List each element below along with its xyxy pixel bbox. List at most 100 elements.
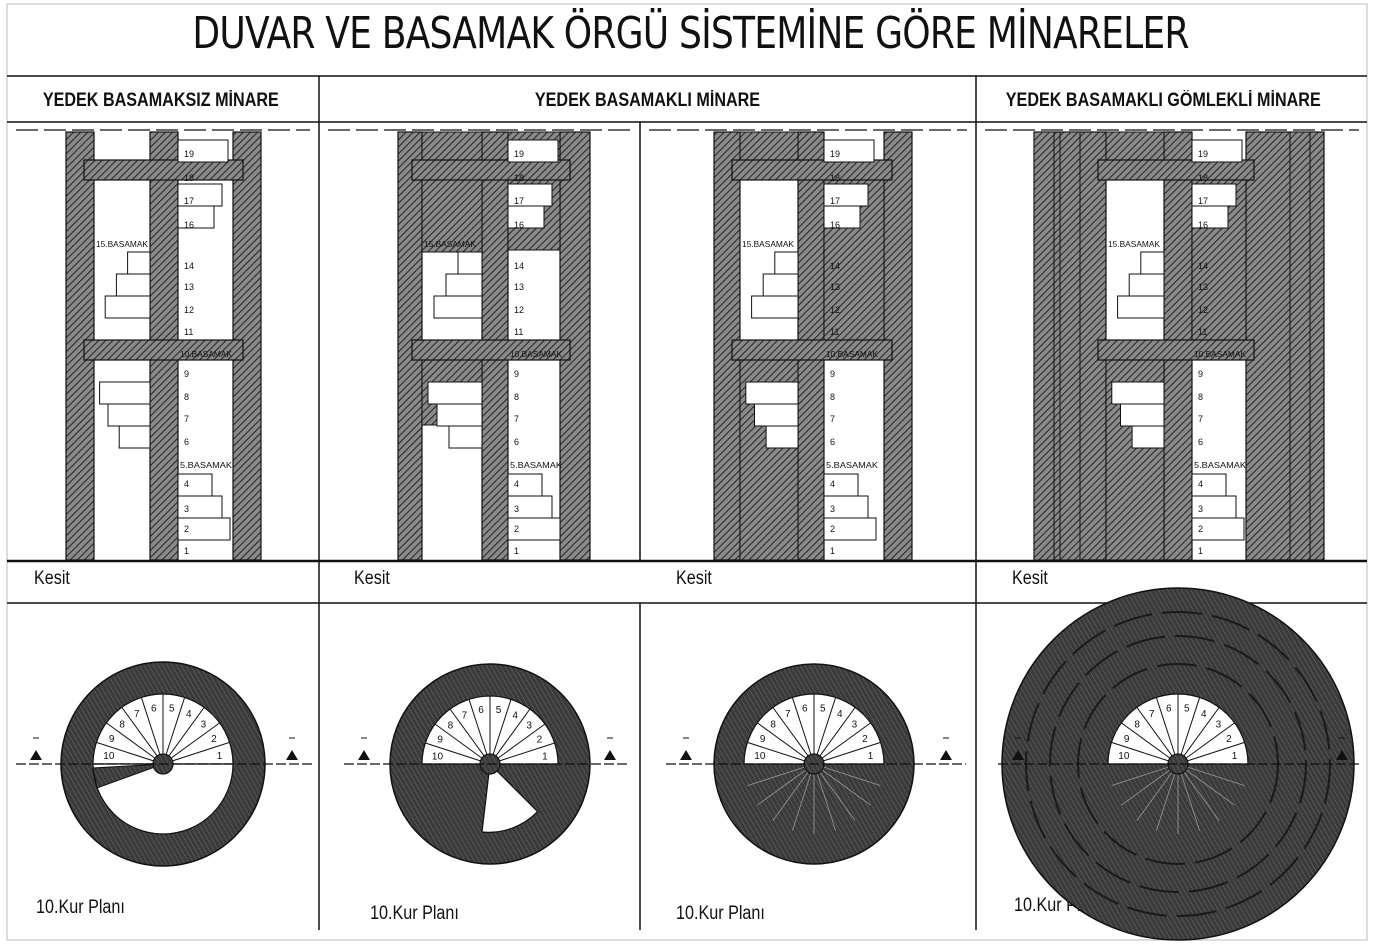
- step-line: [425, 742, 481, 762]
- masonry-infill: [421, 354, 483, 426]
- step-riser: [1131, 425, 1165, 449]
- step-riser: [762, 273, 799, 297]
- masonry-infill: [1105, 131, 1165, 161]
- step-line: [757, 722, 807, 759]
- jacket-ring: [1077, 663, 1279, 865]
- step-riser: [507, 205, 545, 229]
- step-riser: [745, 381, 799, 405]
- step-riser: [1191, 183, 1237, 207]
- landing-label: 10.BASAMAK: [180, 350, 233, 359]
- center-newel: [152, 753, 174, 775]
- hidden-step-line: [1136, 763, 1179, 821]
- plan-step-number: 4: [512, 710, 518, 721]
- step-number: 18: [184, 173, 194, 183]
- plan-step-number: 1: [1232, 751, 1238, 762]
- section-label-3: Kesit: [676, 568, 712, 589]
- solid-wedge: [92, 763, 164, 789]
- step-line: [121, 707, 158, 757]
- cut-marker-triangle: [604, 750, 616, 760]
- plan-step-number: 7: [1149, 709, 1155, 720]
- step-number: 6: [1198, 437, 1203, 447]
- step-number: 12: [184, 305, 194, 315]
- hidden-step-line: [791, 763, 815, 831]
- core-column: [149, 131, 179, 561]
- masonry-infill: [421, 131, 483, 253]
- jacket-wall: [1059, 131, 1081, 561]
- stair-well-lower: [481, 762, 539, 833]
- plan-step-number: 2: [862, 734, 868, 745]
- step-riser: [823, 139, 875, 163]
- outer-wall-ring: [60, 661, 266, 867]
- step-number: 17: [1198, 196, 1208, 206]
- step-line: [106, 722, 156, 759]
- cut-marker-triangle: [680, 750, 692, 760]
- step-number: 7: [1198, 414, 1203, 424]
- plan-step-number: 10: [754, 751, 766, 762]
- masonry-infill: [507, 131, 561, 251]
- landing-slab: [731, 159, 893, 181]
- cut-marker-triangle: [30, 750, 42, 760]
- step-riser: [774, 251, 799, 275]
- plan-step-number: 1: [868, 751, 874, 762]
- section-label-1: Kesit: [34, 568, 70, 589]
- plan-step-number: 5: [169, 703, 175, 714]
- cut-marker-triangle: [940, 750, 952, 760]
- step-number: 4: [514, 479, 519, 489]
- step-number: 6: [514, 437, 519, 447]
- masonry-infill: [1191, 159, 1247, 361]
- landing-label: 5.BASAMAK: [510, 461, 563, 470]
- step-number: 8: [514, 392, 519, 402]
- step-number: 18: [1198, 173, 1208, 183]
- landing-label: 5.BASAMAK: [826, 461, 879, 470]
- step-riser: [765, 425, 799, 449]
- landing-label: 10.BASAMAK: [826, 350, 879, 359]
- landing-label: 10.BASAMAK: [510, 350, 563, 359]
- jacket-ring: [1049, 635, 1307, 893]
- plan-step-number: 8: [448, 721, 454, 732]
- plan-step-number: 9: [109, 734, 115, 745]
- plan-step-number: 10: [432, 751, 444, 762]
- hidden-step-line: [1177, 763, 1235, 806]
- landing-label: 15.BASAMAK: [742, 240, 795, 249]
- step-number: 1: [830, 546, 835, 556]
- step-riser: [507, 139, 559, 163]
- landing-label: 15.BASAMAK: [424, 240, 477, 249]
- step-number: 14: [514, 261, 524, 271]
- landing-label: 5.BASAMAK: [1194, 461, 1247, 470]
- center-newel: [803, 753, 825, 775]
- step-number: 6: [830, 437, 835, 447]
- step-line: [492, 699, 512, 755]
- step-line: [165, 697, 186, 755]
- step-number: 11: [184, 327, 193, 337]
- step-number: 9: [830, 369, 835, 379]
- step-number: 3: [514, 504, 519, 514]
- step-riser: [823, 495, 869, 519]
- cut-marker-triangle: [1012, 750, 1024, 760]
- step-number: 18: [830, 173, 840, 183]
- step-riser: [448, 425, 483, 449]
- step-riser: [1111, 381, 1165, 405]
- step-riser: [177, 139, 229, 163]
- step-line: [495, 708, 531, 757]
- step-number: 12: [1198, 305, 1208, 315]
- core-column: [797, 131, 825, 561]
- step-line: [468, 699, 488, 755]
- hidden-step-line: [757, 763, 815, 806]
- step-number: 12: [830, 305, 840, 315]
- hidden-step-line: [813, 763, 837, 831]
- step-riser: [99, 381, 151, 405]
- plan-step-number: 2: [211, 734, 217, 745]
- hidden-step-line: [1177, 763, 1201, 831]
- stair-steps-upper: [421, 695, 559, 765]
- step-riser: [823, 517, 877, 541]
- step-number: 14: [830, 261, 840, 271]
- step-riser: [1191, 517, 1245, 541]
- masonry-infill: [823, 159, 885, 361]
- landing-label: 5.BASAMAK: [180, 461, 233, 470]
- outer-wall-ring: [713, 663, 915, 865]
- step-line: [821, 722, 871, 759]
- step-number: 4: [184, 479, 189, 489]
- plan-step-number: 4: [1201, 709, 1207, 720]
